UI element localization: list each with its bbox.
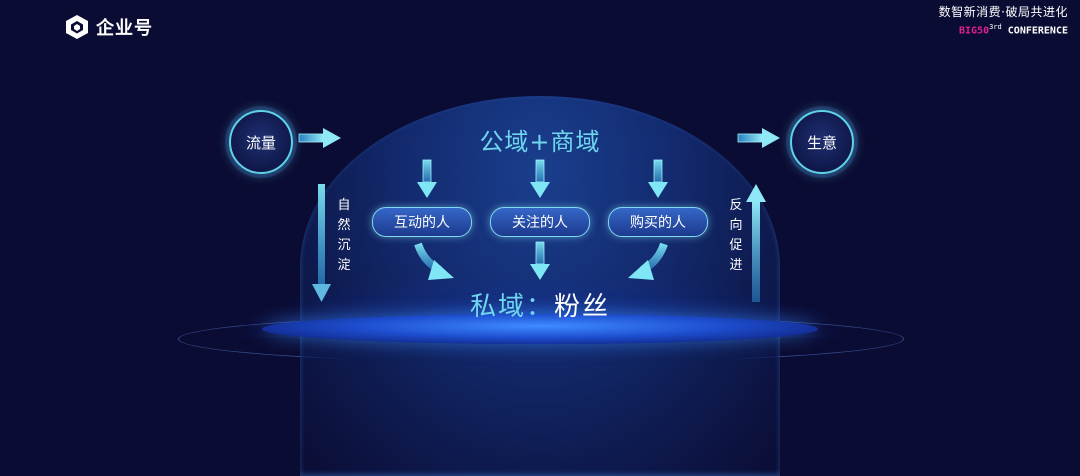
hexagon-logo-icon (66, 15, 88, 39)
vertical-char: 促 (729, 238, 743, 253)
vertical-char: 进 (729, 258, 743, 273)
logo-text: 企业号 (96, 18, 153, 39)
vertical-char: 自 (337, 198, 351, 213)
brand-edition: 3rd (989, 23, 1002, 31)
pill-following-people: 关注的人 (490, 207, 590, 237)
reverse-promote-label: 反 向 促 进 (728, 196, 744, 276)
traffic-label: 流量 (245, 133, 276, 152)
vertical-char: 沉 (337, 238, 351, 253)
vertical-char: 淀 (337, 258, 351, 273)
traffic-node: 流量 (229, 110, 293, 174)
natural-settle-label: 自 然 沉 淀 (336, 196, 352, 276)
arrow-right-icon (737, 128, 780, 148)
logo: 企业号 (64, 14, 153, 40)
private-domain-value: 粉丝 (554, 292, 611, 322)
pill-buying-people: 购买的人 (608, 207, 708, 237)
brand-big50: BIG50 (958, 25, 990, 37)
pill-label: 互动的人 (394, 215, 450, 231)
arrow-down-icon (530, 241, 550, 280)
pill-label: 购买的人 (630, 215, 686, 231)
pill-label: 关注的人 (512, 215, 568, 231)
pill-interacting-people: 互动的人 (372, 207, 472, 237)
conference-brand: 数智新消费·破局共进化 BIG503rd CONFERENCE (939, 6, 1068, 36)
long-arrow-down-icon (312, 184, 331, 302)
long-arrow-up-icon (746, 184, 766, 302)
curved-arrow-icon (414, 242, 454, 280)
arrow-down-icon (417, 159, 437, 198)
business-node: 生意 (790, 110, 854, 174)
private-domain-key: 私域： (469, 292, 554, 322)
public-domain-title: 公域+商域 (479, 128, 601, 156)
private-domain-title: 私域：粉丝 (440, 286, 640, 323)
brand-conference: CONFERENCE (1007, 25, 1068, 37)
business-label: 生意 (806, 133, 837, 152)
arrow-right-icon (298, 128, 341, 148)
curved-arrow-icon (628, 242, 668, 280)
arrows-layer (298, 128, 780, 302)
private-domain-platform (262, 314, 818, 344)
vertical-char: 然 (337, 218, 351, 233)
brand-slogan: 数智新消费·破局共进化 (938, 5, 1068, 19)
vertical-char: 向 (729, 218, 743, 233)
brand-conference-line: BIG503rd CONFERENCE (939, 24, 1068, 36)
arrow-down-icon (530, 159, 550, 198)
vertical-char: 反 (729, 198, 743, 213)
arrow-down-icon (648, 159, 668, 198)
